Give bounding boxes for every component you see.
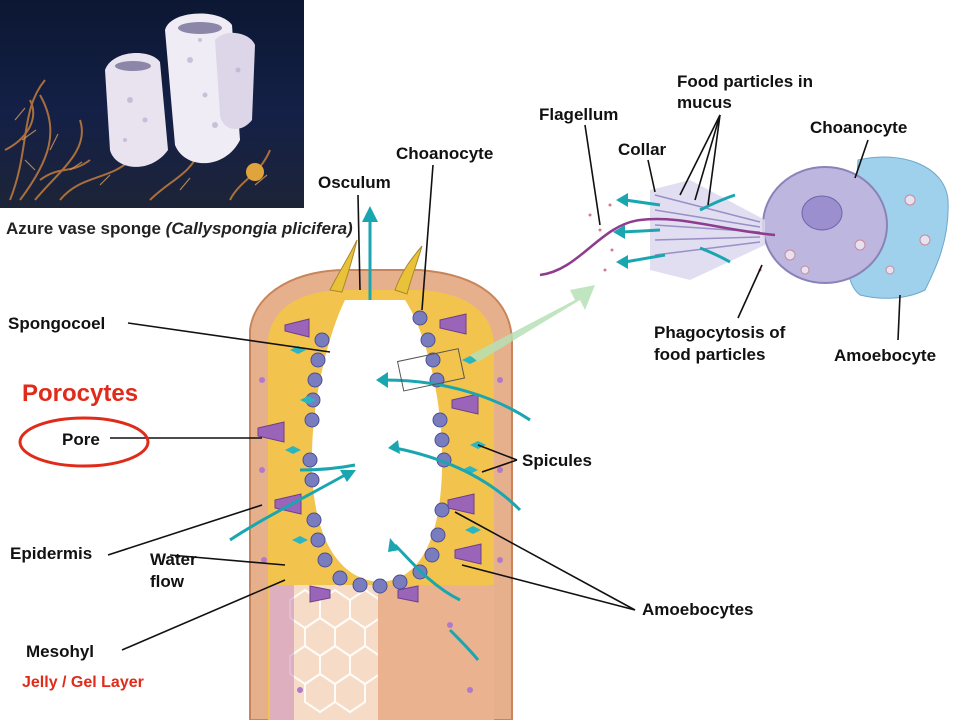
detail-box: [396, 348, 466, 392]
label-choanocyte: Choanocyte: [396, 144, 494, 163]
porocyte-cells: [257, 313, 482, 603]
spongocoel-cavity: [311, 300, 443, 582]
label-collar: Collar: [618, 140, 667, 159]
sponge-photo: [0, 0, 304, 208]
label-jelly-layer: Jelly / Gel Layer: [22, 674, 144, 691]
amoebocyte-dots: [259, 377, 503, 693]
pore-highlight-circle: [18, 416, 150, 468]
label-phagocytosis: Phagocytosis of food particles: [654, 323, 786, 364]
water-flow-arrowheads: [340, 206, 400, 552]
label-osculum: Osculum: [318, 173, 391, 192]
label-amoebocyte: Amoebocyte: [834, 346, 937, 365]
leader-lines: [107, 114, 901, 651]
label-choanocyte-detail: Choanocyte: [810, 118, 908, 137]
photo-caption: Azure vase sponge (Callyspongia plicifer…: [6, 218, 353, 239]
label-flagellum: Flagellum: [539, 105, 619, 124]
label-food-particles: Food particles in mucus: [677, 72, 814, 112]
caption-common-name: Azure vase sponge: [6, 219, 166, 238]
label-spicules: Spicules: [522, 451, 592, 470]
label-spongocoel: Spongocoel: [8, 314, 106, 333]
label-pore: Pore: [62, 430, 100, 449]
collar-detail: [650, 180, 765, 280]
label-amoebocytes: Amoebocytes: [642, 600, 754, 619]
flagellum-detail: [539, 217, 776, 277]
label-epidermis: Epidermis: [10, 544, 93, 563]
label-porocytes: Porocytes: [22, 380, 139, 407]
caption-species-name: (Callyspongia plicifera): [165, 219, 353, 238]
label-water-flow: Water flow: [150, 550, 197, 591]
magnify-arrow: [470, 285, 595, 362]
label-mesohyl: Mesohyl: [26, 642, 95, 661]
sponge-photo-art: [4, 13, 271, 201]
